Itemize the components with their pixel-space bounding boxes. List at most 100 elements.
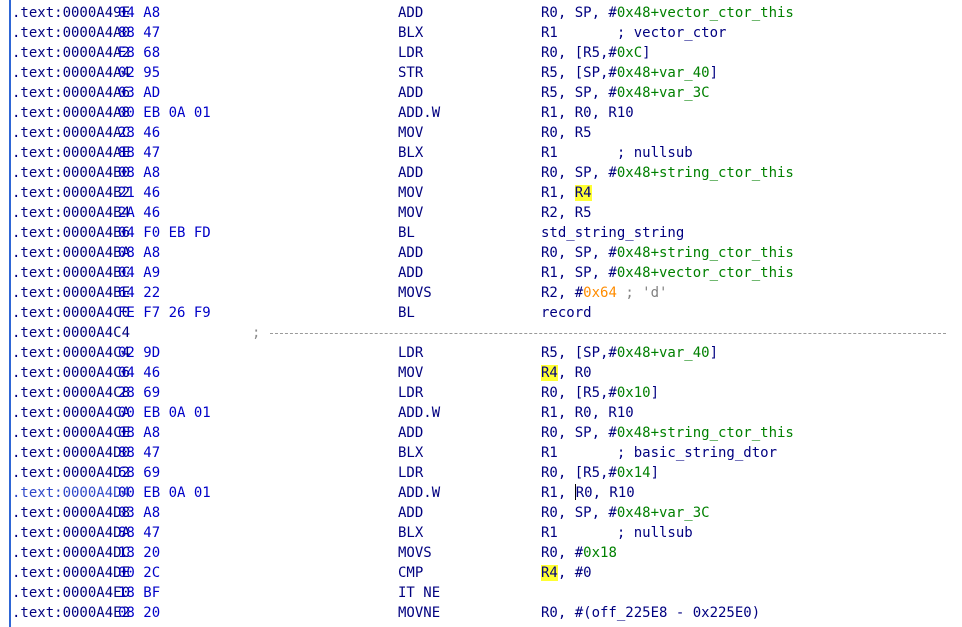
mnemonic[interactable]: ADD [398,5,424,21]
mnemonic[interactable]: MOV [398,185,424,201]
address-label[interactable]: .text:0000A4CE [12,425,131,441]
operands[interactable]: record [541,303,592,323]
address-label[interactable]: .text:0000A4C0 [12,305,131,321]
mnemonic[interactable]: LDR [398,345,424,361]
address-label[interactable]: .text:0000A4C8 [12,385,131,401]
mnemonic[interactable]: ADD [398,165,424,181]
address-label[interactable]: .text:0000A4BA [12,245,131,261]
mnemonic[interactable]: LDR [398,45,424,61]
operands[interactable]: R1 ; basic_string_dtor [541,443,777,463]
address-label[interactable]: .text:0000A4DE [12,565,131,581]
separator-row[interactable]: .text:0000A4C4; [12,323,962,343]
operands[interactable]: R1, R0, R10 [541,103,634,123]
address-label[interactable]: .text:0000A4AE [12,145,131,161]
address-label[interactable]: .text:0000A4D8 [12,505,131,521]
mnemonic[interactable]: ADD.W [398,485,441,501]
address-label[interactable]: .text:0000A4AC [12,125,131,141]
mnemonic[interactable]: ADD [398,85,424,101]
mnemonic[interactable]: ADD.W [398,405,441,421]
operands[interactable]: R0, #(off_225E8 - 0x225E0) [541,603,760,623]
operands[interactable]: R0, SP, #0x48+vector_ctor_this [541,3,794,23]
address-label[interactable]: .text:0000A4DA [12,525,131,541]
operands[interactable]: R1, R0, R10 [541,403,634,423]
address-label[interactable]: .text:0000A4C4 [12,345,131,361]
address-label[interactable]: .text:0000A4BC [12,265,131,281]
operands[interactable]: R4, R0 [541,363,592,383]
mnemonic[interactable]: MOV [398,365,424,381]
address-label[interactable]: .text:0000A4E0 [12,585,131,601]
operands[interactable]: R0, SP, #0x48+string_ctor_this [541,243,794,263]
mnemonic[interactable]: IT NE [398,585,441,601]
operands[interactable]: R5, [SP,#0x48+var_40] [541,343,718,363]
mnemonic[interactable]: ADD [398,265,424,281]
operands[interactable]: R1, R4 [541,183,592,203]
address-label[interactable]: .text:0000A4B6 [12,225,131,241]
address-label[interactable]: .text:0000A4BE [12,285,131,301]
operands[interactable]: std_string_string [541,223,684,243]
mnemonic[interactable]: MOVS [398,545,432,561]
address-label[interactable]: .text:0000A4A6 [12,85,131,101]
mnemonic[interactable]: CMP [398,565,424,581]
mnemonic[interactable]: ADD [398,425,424,441]
address-label[interactable]: .text:0000A4D4 [12,485,131,501]
operands[interactable]: R1 ; nullsub [541,143,693,163]
mnemonic[interactable]: LDR [398,465,424,481]
operands[interactable]: R1 ; nullsub [541,523,693,543]
address-label[interactable]: .text:0000A4D0 [12,445,131,461]
operands[interactable]: R5, SP, #0x48+var_3C [541,83,710,103]
mnemonic[interactable]: BL [398,305,415,321]
address-label[interactable]: .text:0000A4A0 [12,25,131,41]
mnemonic[interactable]: BLX [398,25,424,41]
operands[interactable]: R0, #0x18 [541,543,617,563]
operands[interactable]: R5, [SP,#0x48+var_40] [541,63,718,83]
mnemonic[interactable]: ADD [398,245,424,261]
mnemonic[interactable]: STR [398,65,424,81]
highlighted-register[interactable]: R4 [541,565,558,581]
address-label[interactable]: .text:0000A4C6 [12,365,131,381]
address-label[interactable]: .text:0000A4C4 [12,325,131,341]
mnemonic[interactable]: MOV [398,125,424,141]
address-label[interactable]: .text:0000A4B0 [12,165,131,181]
address-label[interactable]: .text:0000A4DC [12,545,131,561]
operands[interactable]: R0, [R5,#0xC] [541,43,651,63]
mnemonic[interactable]: BLX [398,145,424,161]
mnemonic[interactable]: ADD.W [398,105,441,121]
operands[interactable]: R0, SP, #0x48+string_ctor_this [541,423,794,443]
operands[interactable]: R2, R5 [541,203,592,223]
address-label[interactable]: .text:0000A4CA [12,405,131,421]
address-label[interactable]: .text:0000A4D2 [12,465,131,481]
mnemonic[interactable]: BLX [398,445,424,461]
address-label[interactable]: .text:0000A4B2 [12,185,131,201]
mnemonic[interactable]: MOVNE [398,605,441,621]
mnemonic[interactable]: MOV [398,205,424,221]
address-label[interactable]: .text:0000A4A2 [12,45,131,61]
operands[interactable]: R0, [R5,#0x14] [541,463,659,483]
